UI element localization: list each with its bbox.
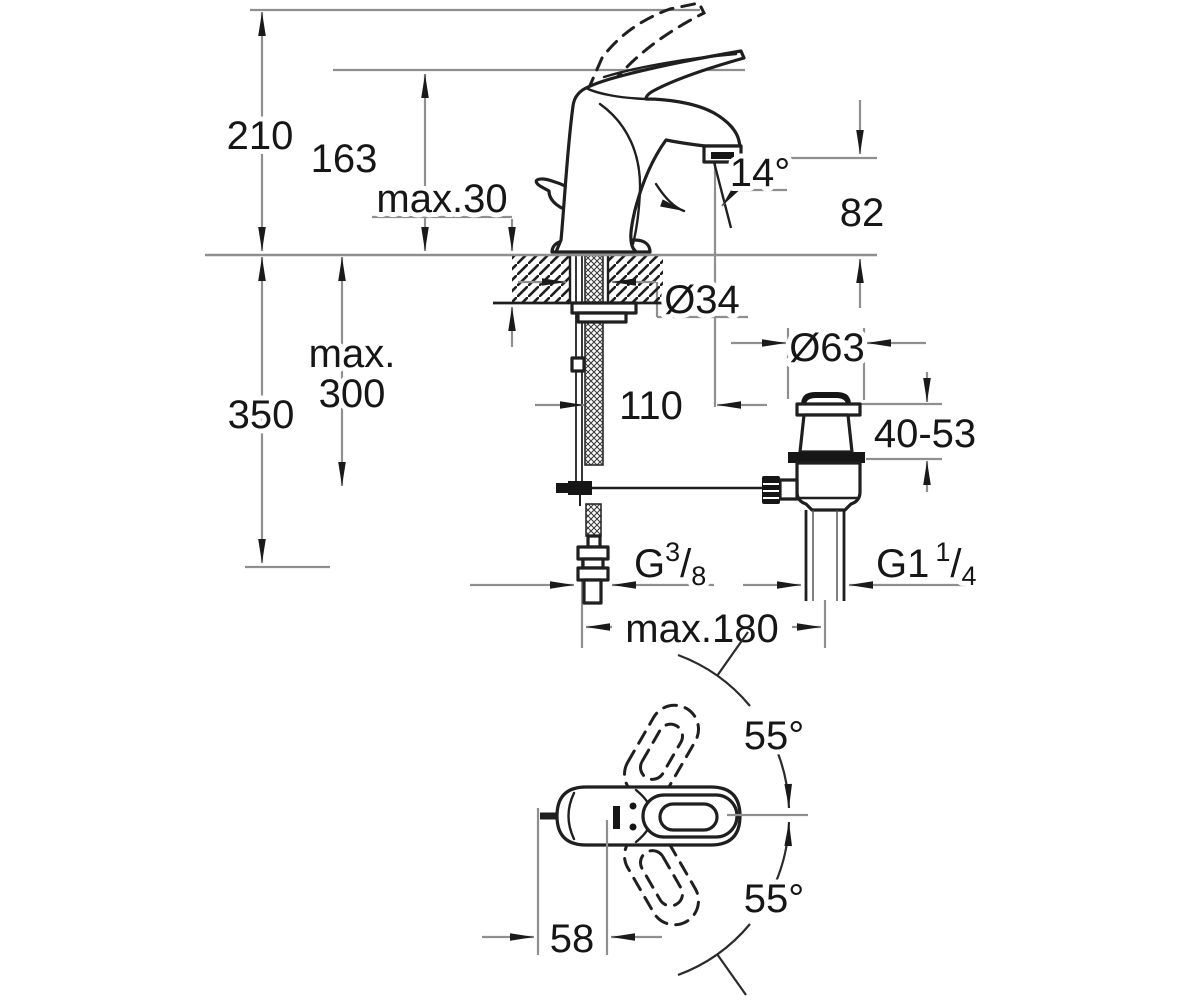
supply-thread-base: G: [634, 542, 665, 586]
mounting-nut: [576, 311, 628, 324]
label-rod-offset: 58: [550, 917, 595, 961]
pop-up-waste-assembly: [762, 392, 865, 601]
deck-hatch-right: [608, 256, 663, 303]
leader-spray-angle: [721, 184, 740, 207]
swing-radial-lower: [716, 953, 747, 996]
swing-arc-upper-outer: [677, 653, 751, 707]
label-waste-flange-diameter: Ø63: [789, 326, 865, 370]
label-deck-thickness: max.30: [376, 177, 507, 221]
handle-lower-outer: [623, 830, 700, 927]
handle-inner-line: [602, 52, 738, 79]
mounting-deck: [493, 254, 668, 305]
label-rod-max-2: 300: [319, 372, 386, 416]
handle-swing-dashed: [623, 703, 700, 927]
label-spray-angle: 14°: [730, 151, 791, 195]
waste-upper-body: [798, 413, 854, 454]
swing-arc-upper-arrow: [773, 745, 792, 809]
label-handle-height: 163: [311, 137, 378, 181]
faucet-top-outline: [555, 785, 742, 847]
waste-gasket: [788, 452, 865, 463]
swing-radial-upper: [716, 631, 749, 677]
handle-cutout: [658, 802, 719, 832]
waste-thread-sub: 4: [962, 561, 977, 591]
body-neck-crease: [598, 102, 642, 246]
below-deck-plumbing: [556, 254, 780, 605]
waste-thread-sup: 1: [935, 537, 950, 567]
handle-upper-outer: [623, 703, 700, 800]
top-view: 58 55° 55°: [482, 631, 809, 996]
side-view: 210 163 max.30 14° 82 Ø34 Ø63 110 40-53 …: [205, 1, 982, 656]
label-rod-max-1: max.: [309, 332, 396, 376]
swing-arc-lower-outer: [677, 923, 751, 977]
threaded-shank: [584, 254, 604, 466]
dimension-lines: [258, 12, 974, 631]
handle-position-upper: [623, 703, 700, 800]
label-install-depth: 350: [228, 393, 295, 437]
rod-tee-joint: [568, 481, 592, 495]
handle-knuckle-line: [584, 86, 648, 101]
swing-arc-lower-arrow: [773, 821, 792, 885]
handle-lower-inner: [639, 849, 684, 908]
label-waste-clamp-range: 40-53: [874, 412, 976, 456]
faucet-body-side: [534, 1, 746, 254]
label-hose-spread: max.180: [625, 607, 778, 651]
label-supply-thread: G3/8: [634, 537, 706, 591]
supply-thread-sub: 8: [691, 561, 706, 591]
spray-swing-arrow: [654, 182, 686, 213]
handle-open-position-dashed: [586, 1, 707, 95]
waste-thread-base: G1: [876, 542, 929, 586]
swing-arc-group: [677, 631, 808, 996]
body-and-handle-outline: [554, 49, 746, 254]
flex-hose: [585, 503, 602, 537]
label-swing-upper: 55°: [744, 714, 805, 758]
rod-coupler: [570, 356, 586, 373]
waste-lower-body: [795, 461, 862, 512]
label-spout-height: 82: [840, 191, 885, 235]
rod-end-cap: [556, 483, 568, 493]
label-spout-reach: 110: [619, 384, 683, 428]
handle-position-lower: [623, 830, 700, 927]
cartridge-dot-top: [629, 802, 637, 810]
supply-nut-top: [576, 545, 610, 561]
cartridge-dot-bottom: [629, 823, 637, 831]
deck-hatch-left: [512, 256, 570, 303]
hose-collar: [586, 534, 602, 549]
body-left-arc: [567, 791, 576, 841]
spray-angle-line: [712, 161, 733, 229]
label-shank-diameter: Ø34: [664, 278, 740, 322]
aerator-screen: [711, 152, 734, 159]
supply-nut-bottom: [576, 566, 610, 582]
top-view-dimensions: 58 55° 55°: [482, 709, 809, 966]
handle-upper-inner: [639, 722, 684, 781]
waste-flange: [795, 402, 862, 417]
label-swing-lower: 55°: [744, 877, 805, 921]
supply-thread-sup: 3: [665, 537, 680, 567]
supply-pipe-end: [582, 578, 603, 605]
linkage-boss: [778, 478, 799, 501]
dimension-labels: 210 163 max.30 14° 82 Ø34 Ø63 110 40-53 …: [222, 109, 982, 656]
cartridge-bar: [613, 806, 620, 829]
label-overall-height: 210: [227, 114, 294, 158]
